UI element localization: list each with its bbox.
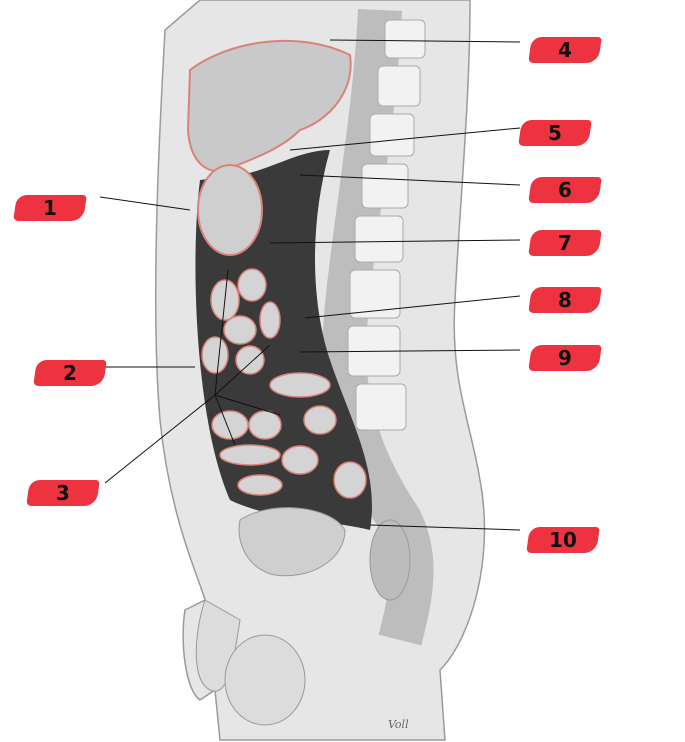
label-10: 10 <box>526 527 600 553</box>
label-3: 3 <box>26 480 100 506</box>
label-2: 2 <box>33 360 107 386</box>
leader-line-5 <box>289 127 521 151</box>
leader-line-1 <box>99 196 191 211</box>
leader-line-3 <box>104 394 216 484</box>
liver <box>186 39 352 172</box>
label-7: 7 <box>528 230 602 256</box>
leader-line-6 <box>299 174 521 186</box>
leader-lines <box>99 39 521 531</box>
urinary-bladder <box>238 507 346 577</box>
label-5: 5 <box>518 120 592 146</box>
leader-line-8 <box>304 295 521 319</box>
leader-line-9 <box>299 349 521 353</box>
rectum <box>369 519 411 601</box>
label-8: 8 <box>528 287 602 313</box>
scrotum <box>224 634 306 726</box>
small-intestine-loops <box>201 268 367 499</box>
leader-line-4 <box>329 39 521 43</box>
label-9: 9 <box>528 345 602 371</box>
label-1: 1 <box>13 195 87 221</box>
label-6: 6 <box>528 177 602 203</box>
leader-line-10 <box>369 524 521 531</box>
label-4: 4 <box>528 37 602 63</box>
leader-line-7 <box>269 239 521 244</box>
stomach <box>197 164 263 256</box>
artist-signature: Voll <box>388 718 409 731</box>
